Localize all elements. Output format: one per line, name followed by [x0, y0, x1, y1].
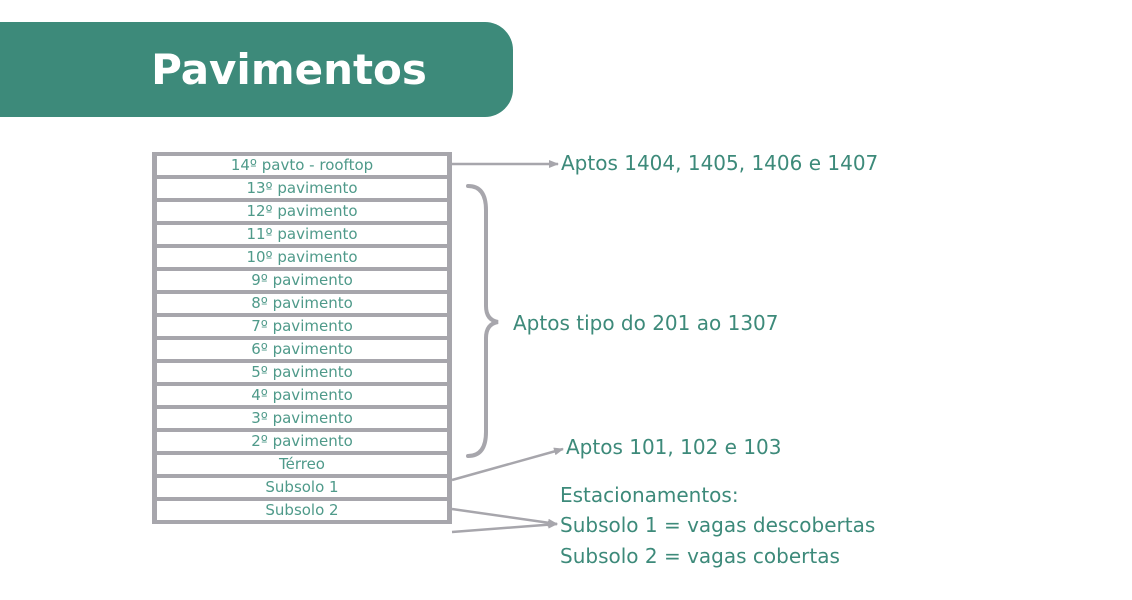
- subsolo-1-label: Subsolo 1 = vagas descobertas: [560, 513, 876, 537]
- floor-subsolo-1: Subsolo 1: [157, 478, 447, 497]
- floor-6: 6º pavimento: [157, 340, 447, 359]
- floor-9: 9º pavimento: [157, 271, 447, 290]
- subsolo-2-arrow: [451, 520, 558, 534]
- parking-heading: Estacionamentos:: [560, 483, 739, 507]
- floor-2: 2º pavimento: [157, 432, 447, 451]
- tipo-label: Aptos tipo do 201 ao 1307: [513, 311, 779, 335]
- floor-7: 7º pavimento: [157, 317, 447, 336]
- floor-subsolo-2: Subsolo 2: [157, 501, 447, 520]
- floor-10: 10º pavimento: [157, 248, 447, 267]
- building-stack: 14º pavto - rooftop 13º pavimento 12º pa…: [152, 152, 452, 524]
- subsolo-2-label: Subsolo 2 = vagas cobertas: [560, 544, 840, 568]
- tipo-brace: [466, 184, 499, 458]
- floor-11: 11º pavimento: [157, 225, 447, 244]
- floor-3: 3º pavimento: [157, 409, 447, 428]
- floor-13: 13º pavimento: [157, 179, 447, 198]
- floor-8: 8º pavimento: [157, 294, 447, 313]
- floor-12: 12º pavimento: [157, 202, 447, 221]
- terreo-arrow: [451, 447, 564, 482]
- floor-4: 4º pavimento: [157, 386, 447, 405]
- terreo-label: Aptos 101, 102 e 103: [566, 435, 782, 459]
- title-banner: Pavimentos: [0, 22, 513, 117]
- floor-5: 5º pavimento: [157, 363, 447, 382]
- page-title: Pavimentos: [151, 45, 427, 94]
- rooftop-label: Aptos 1404, 1405, 1406 e 1407: [561, 151, 879, 175]
- subsolo-1-arrow: [451, 507, 558, 527]
- floor-14-rooftop: 14º pavto - rooftop: [157, 156, 447, 175]
- floor-terreo: Térreo: [157, 455, 447, 474]
